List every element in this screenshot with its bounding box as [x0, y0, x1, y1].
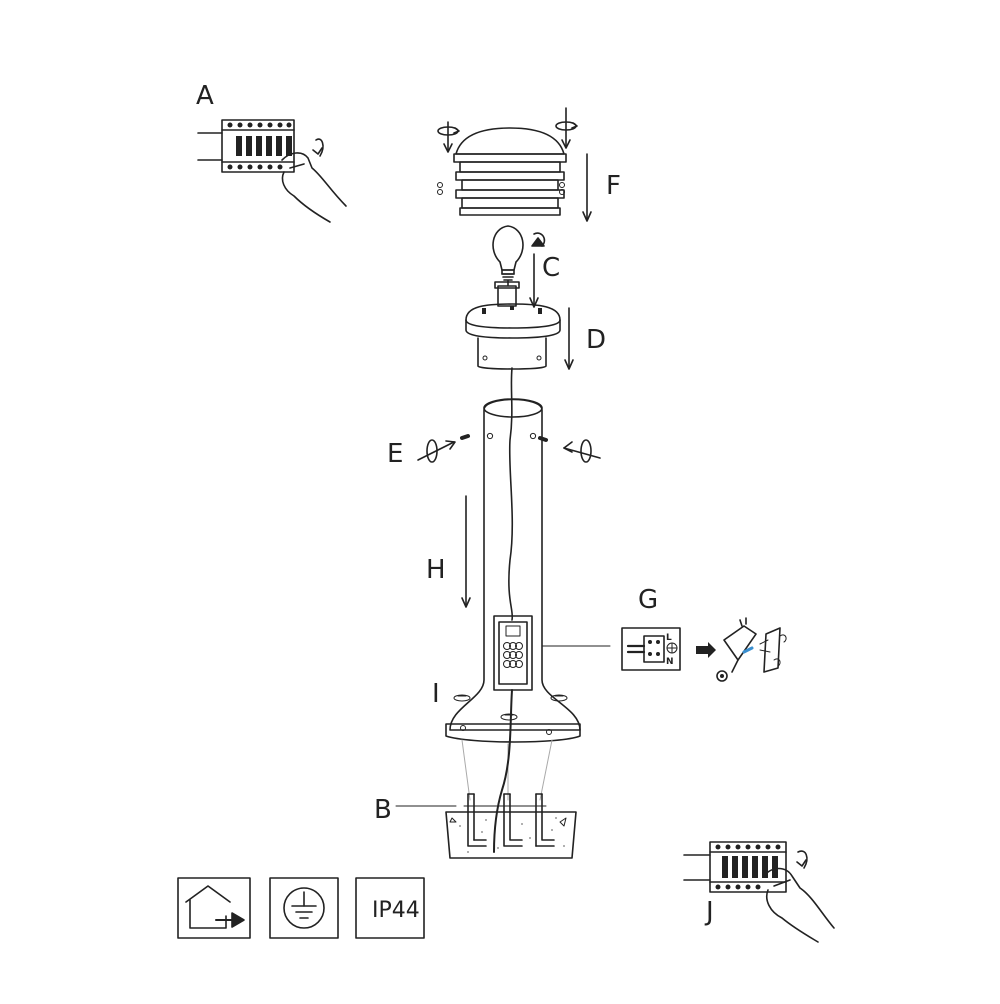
- screwdriver-rotate-icon-right: [555, 107, 578, 149]
- screw-i-right: [550, 694, 568, 702]
- lamp-post: [445, 398, 581, 743]
- screw-i-center: [500, 713, 518, 721]
- label-b: B: [374, 795, 392, 825]
- label-d: D: [586, 325, 606, 355]
- arrow-f: [582, 153, 592, 222]
- label-a: A: [196, 81, 214, 111]
- house-arrow-icon: [177, 877, 251, 939]
- label-j: J: [704, 897, 714, 927]
- ip-rating-box: IP44: [355, 877, 425, 939]
- label-h: H: [426, 555, 446, 585]
- arrow-h: [461, 495, 471, 608]
- cable-top: [508, 367, 514, 621]
- concrete-foundation: [445, 811, 577, 859]
- screw-e-left: [417, 434, 470, 463]
- arrow-d: [564, 307, 574, 370]
- lamp-head: [437, 127, 567, 216]
- screw-hole-right: [559, 182, 565, 195]
- terminal-block-j: [683, 841, 835, 943]
- arrow-c: [529, 253, 539, 308]
- anchor-bolts: [463, 793, 555, 847]
- terminal-block-a: [197, 119, 347, 223]
- rotate-arrow-icon-c: [531, 232, 546, 247]
- label-g: G: [638, 585, 658, 615]
- mounting-detail-g: [716, 617, 787, 682]
- lamp-socket: [465, 281, 561, 370]
- hand-a: [281, 138, 347, 223]
- hand-j: [763, 850, 835, 943]
- screwdriver-rotate-icon-left: [437, 121, 460, 153]
- screw-hole-left: [437, 182, 443, 195]
- ip-rating-text: IP44: [372, 898, 420, 923]
- ground-symbol-icon: [269, 877, 339, 939]
- label-f: F: [606, 171, 621, 201]
- terminal-detail-g: L N: [621, 627, 681, 671]
- terminal-mark-l: L: [666, 633, 672, 643]
- label-i: I: [432, 679, 440, 709]
- terminal-mark-n: N: [666, 657, 674, 667]
- arrow-right-g: [696, 642, 716, 658]
- junction-box: [493, 615, 533, 691]
- cable-bottom: [493, 689, 513, 853]
- label-c: C: [542, 253, 560, 283]
- label-e: E: [387, 439, 403, 469]
- alignment-lines: [461, 739, 553, 801]
- screw-e-right: [538, 436, 601, 463]
- screw-i-left: [453, 694, 471, 702]
- light-bulb: [492, 225, 524, 286]
